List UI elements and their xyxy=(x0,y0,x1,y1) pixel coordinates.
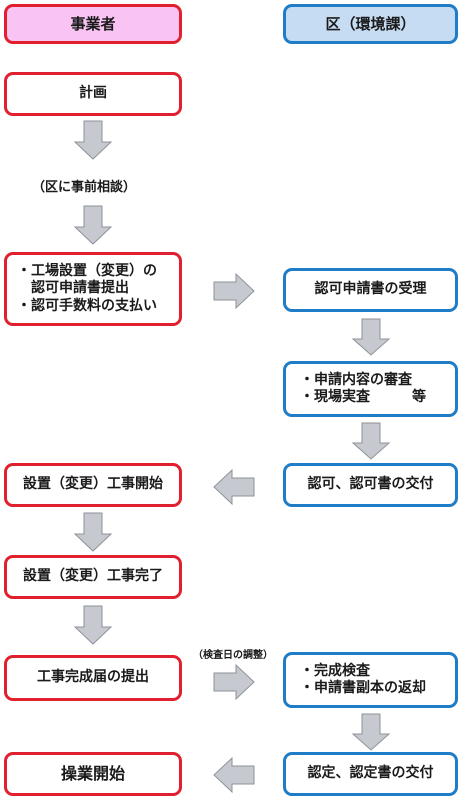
application-line-1: ・工場設置（変更）の xyxy=(17,262,157,279)
certification-issuance-step: 認定、認定書の交付 xyxy=(283,752,458,796)
down-arrow-5 xyxy=(73,512,113,552)
plan-step: 計画 xyxy=(4,72,182,116)
operation-start-step: 操業開始 xyxy=(4,752,182,796)
down-arrow-4 xyxy=(351,422,391,460)
review-step: ・申請内容の審査 ・現場実査 等 xyxy=(283,361,458,417)
application-submission-step: ・工場設置（変更）の 認可申請書提出 ・認可手数料の支払い xyxy=(4,252,182,326)
review-line-2: ・現場実査 等 xyxy=(300,389,426,405)
down-arrow-6 xyxy=(73,605,113,645)
left-arrow-1 xyxy=(213,468,255,506)
application-receipt-step: 認可申請書の受理 xyxy=(283,268,458,312)
application-line-2: 認可申請書提出 xyxy=(17,280,129,297)
application-line-3: ・認可手数料の支払い xyxy=(17,297,157,314)
construction-complete-step: 設置（変更）工事完了 xyxy=(4,555,182,599)
inspection-line-1: ・完成検査 xyxy=(300,662,370,679)
down-arrow-7 xyxy=(351,713,391,751)
down-arrow-2 xyxy=(73,205,113,245)
completion-report-step: 工事完成届の提出 xyxy=(4,655,182,701)
inspection-date-note: （検査日の調整） xyxy=(193,650,273,661)
approval-issuance-step: 認可、認可書の交付 xyxy=(283,463,458,507)
business-column-header: 事業者 xyxy=(4,4,182,44)
left-arrow-2 xyxy=(213,756,255,794)
construction-start-step: 設置（変更）工事開始 xyxy=(4,463,182,507)
consult-note: （区に事前相談） xyxy=(32,180,137,195)
right-arrow-2 xyxy=(213,663,255,701)
ward-column-header: 区（環境課） xyxy=(283,4,458,44)
inspection-step: ・完成検査 ・申請書副本の返却 xyxy=(283,652,458,708)
down-arrow-3 xyxy=(351,318,391,356)
right-arrow-1 xyxy=(213,272,255,310)
down-arrow-1 xyxy=(73,120,113,160)
inspection-line-2: ・申請書副本の返却 xyxy=(300,680,426,696)
review-line-1: ・申請内容の審査 xyxy=(300,371,412,388)
